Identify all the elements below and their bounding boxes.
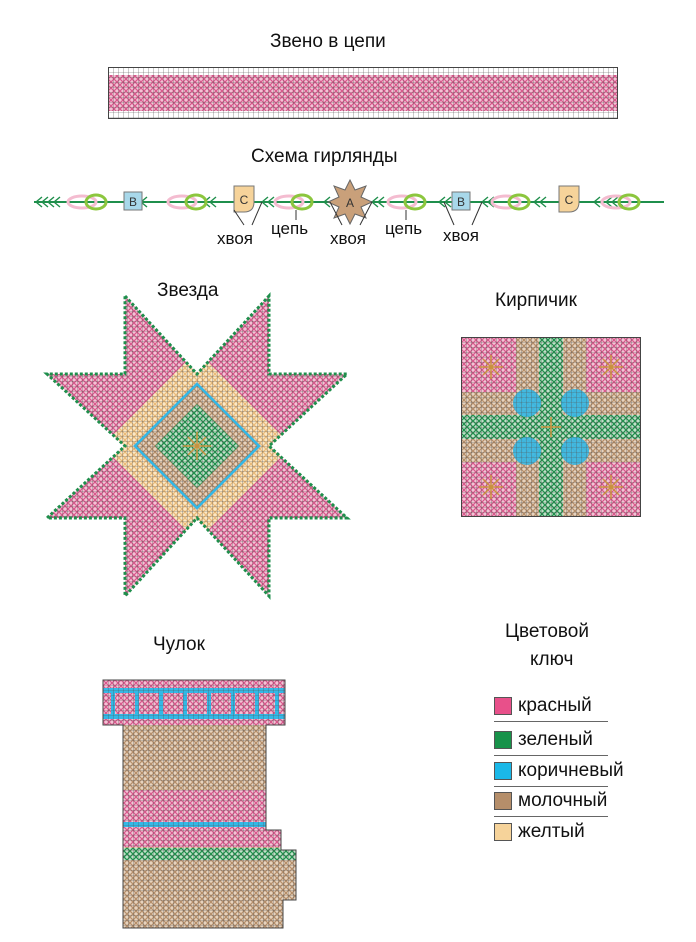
stocking-pattern	[102, 679, 297, 929]
key-row-green: зеленый	[494, 727, 593, 753]
key-row-tan: молочный	[494, 788, 607, 814]
garland-scheme-title: Схема гирлянды	[251, 146, 398, 167]
label-chain-1: цепь	[271, 219, 309, 238]
marker-c-2: C	[565, 193, 574, 207]
key-row-yellow: желтый	[494, 819, 585, 845]
star-title: Звезда	[157, 280, 219, 301]
marker-c-1: C	[240, 193, 249, 207]
color-key-title-line1: Цветовой	[505, 621, 589, 642]
brick-pattern	[461, 337, 641, 517]
color-key-title-line2: ключ	[530, 649, 574, 670]
marker-b-2: B	[457, 195, 465, 209]
swatch-red	[494, 697, 512, 715]
stocking-title: Чулок	[153, 634, 205, 655]
key-label-tan: молочный	[518, 790, 608, 811]
key-label-yellow: желтый	[518, 821, 585, 842]
garland-diagram: B C A B C	[34, 178, 664, 226]
chain-link-grid	[108, 67, 618, 119]
swatch-blue	[494, 762, 512, 780]
label-pine-1: хвоя	[217, 229, 254, 248]
label-chain-2: цепь	[385, 219, 423, 238]
swatch-green	[494, 731, 512, 749]
key-label-green: зеленый	[518, 729, 593, 750]
swatch-tan	[494, 792, 512, 810]
marker-a: A	[346, 196, 354, 210]
star-pattern	[43, 292, 351, 600]
chain-link-title: Звено в цепи	[270, 31, 386, 52]
key-divider	[494, 816, 608, 817]
key-row-red: красный	[494, 693, 592, 719]
label-pine-3: хвоя	[443, 226, 480, 245]
label-pine-2: хвоя	[330, 229, 367, 248]
key-label-red: красный	[518, 695, 592, 716]
key-divider	[494, 786, 608, 787]
brick-title: Кирпичик	[495, 290, 577, 311]
key-divider	[494, 721, 608, 722]
marker-b-1: B	[129, 195, 137, 209]
key-row-blue: коричневый	[494, 758, 624, 784]
key-divider	[494, 755, 608, 756]
key-label-blue: коричневый	[518, 760, 624, 781]
swatch-yellow	[494, 823, 512, 841]
